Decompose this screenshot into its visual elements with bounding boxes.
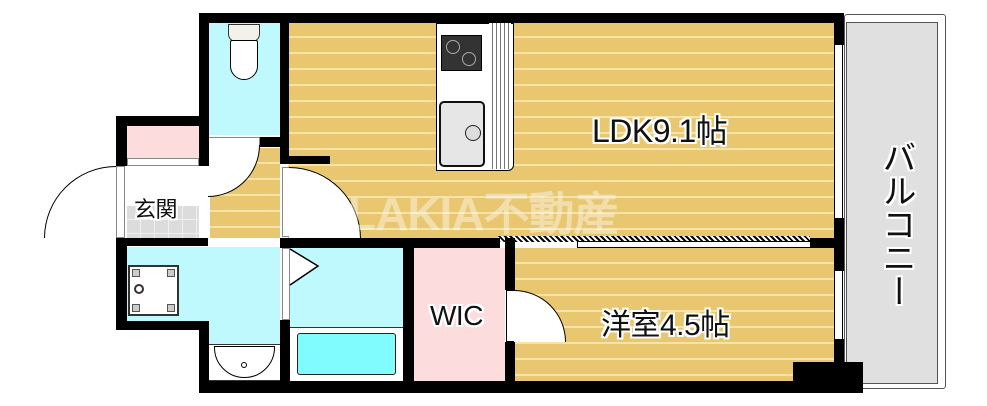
wall-wic-room-lower [505,342,515,393]
wall-storage-left [116,116,127,166]
structural-column [793,362,863,393]
wall-toilet-ldk [280,13,289,161]
wall-mid-right [810,238,844,248]
bathtub-icon [297,333,396,375]
wall-wash-bath [280,320,290,393]
toilet-icon [228,24,260,81]
stove-icon [441,35,482,71]
balcony-label: バルコニー [877,140,915,308]
washing-machine-icon [128,265,179,316]
wall-wic-room [505,238,515,290]
ldk-label: LDK9.1帖 [592,113,728,149]
wall-washroom-step [116,321,209,330]
entrance-label: 玄関 [134,197,178,222]
western-room-label: 洋室4.5帖 [601,309,730,342]
wall-entrance-bottom [116,238,208,246]
entrance-door-jamb [116,166,125,238]
balcony-area [846,22,938,384]
western-room-floor [515,248,834,386]
wall-top [199,13,844,23]
kitchen-sink-icon [439,101,485,167]
wall-mid-left [280,238,500,248]
wic-floor [414,248,505,386]
wall-toilet-left [199,13,209,166]
wall-right-mid [834,218,844,271]
bathroom-folding-door[interactable] [289,248,321,288]
wall-washroom-step-left [199,321,209,393]
ldk-window[interactable] [834,44,843,220]
wall-storage-top [116,116,209,126]
western-room-window[interactable] [834,270,843,340]
sliding-door-track[interactable] [498,236,810,242]
ldk-floor [288,22,834,238]
wall-toilet-bottom-right [260,137,280,147]
wall-washroom-left [116,238,127,330]
entrance-tile [127,206,199,238]
wall-right-top [834,13,844,45]
wall-bath-wic [403,238,414,393]
entrance-door[interactable] [44,166,116,238]
shoe-storage-shelf [127,158,199,166]
bathroom-door-jamb [282,248,290,320]
shoe-storage-floor [127,125,199,158]
counter-edge-lines [489,23,511,169]
watermark: LAKIA不動産 [348,188,620,240]
washroom-floor-lower [209,320,280,344]
wall-ldk-stub [280,156,330,164]
wic-label: WIC [430,300,483,331]
